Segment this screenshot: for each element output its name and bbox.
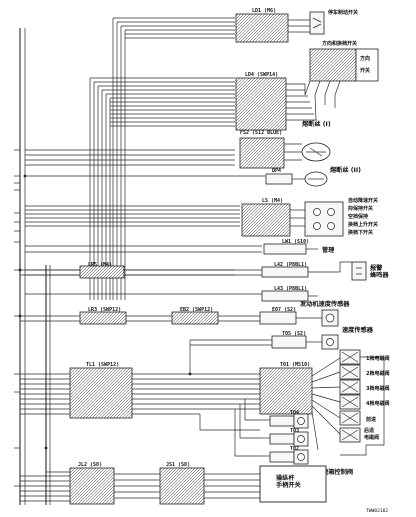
solenoid-4-label: 4档电磁阀 xyxy=(366,400,389,407)
switch-icon xyxy=(304,201,344,237)
ls-label: LS (M4) xyxy=(262,198,283,204)
t04-label: T04 xyxy=(290,410,299,416)
gear-switch-grid xyxy=(309,48,357,82)
alarm-buzzer-label: 报警蜂鸣器 xyxy=(370,264,389,279)
direction-gear-switch: 方向和换档开关 方向 开关 xyxy=(304,40,379,96)
jl2-label: JL2 (S8) xyxy=(78,462,102,468)
reverse-solenoid-label: 后退电磁阀 xyxy=(364,427,379,441)
lever-switch-label: 操纵杆手柄开关 xyxy=(276,474,302,489)
t05-label: T05 (S2) xyxy=(282,331,306,337)
auto-downshift-label: 自动降速开关 xyxy=(348,197,378,204)
fuse-2-label: 熔断丝 (II) xyxy=(330,166,361,174)
connector-ld4: LD4 (SWP14) xyxy=(235,72,336,131)
bottom-group: JL2 (S8) JS1 (S8) 操纵杆手柄开关 TWW02182 xyxy=(20,448,388,514)
tl1-label: TL1 (SWP12) xyxy=(86,362,119,368)
t05-group: T05 (S2) 速度传感器 xyxy=(190,326,374,350)
fuse-1-label: 熔断丝 (I) xyxy=(302,120,331,128)
e07-label: E07 (S2) xyxy=(272,307,296,313)
hold-switch-label: 抑保持开关 xyxy=(348,205,373,212)
shift-down-label: 换档下开关 xyxy=(348,229,373,236)
speed-sensor-label: 速度传感器 xyxy=(342,326,374,334)
lw1-label: LW1 (S10) xyxy=(282,239,309,245)
connector-ld1: LD1 (M6) 停车制动开关 xyxy=(235,8,358,43)
lr5-group: LR5 (M4) xyxy=(20,262,235,279)
dg-small-2: 开关 xyxy=(360,67,370,74)
js1-label: JS1 (S8) xyxy=(166,462,190,468)
ground-label: 管理 xyxy=(322,246,335,254)
fs2-label: FS2 (S12 BLUE) xyxy=(240,130,282,136)
t01-label: T01 (M510) xyxy=(280,362,310,368)
ld1-label: LD1 (M6) xyxy=(252,8,276,14)
lever-switch-box xyxy=(259,465,327,503)
t02-label: T02 xyxy=(290,446,299,452)
dg-small-1: 方向 xyxy=(360,55,370,62)
lr3-label: LR3 (SWP12) xyxy=(88,307,121,313)
ld4-label: LD4 (SWP14) xyxy=(245,72,278,78)
tl1-group: TL1 (SWP12) xyxy=(20,340,260,431)
solenoid-1-label: 1档电磁阀 xyxy=(366,355,389,362)
parking-brake-switch-label: 停车制动开关 xyxy=(328,9,358,16)
solenoid-3-label: 3档电磁阀 xyxy=(366,385,389,392)
solenoid-column: 1档电磁阀 2档电磁阀 3档电磁阀 4档电磁阀 前进 后退电磁阀 xyxy=(339,349,389,456)
fuse-2-group: 熔断丝 (II) DP4 xyxy=(265,166,361,187)
eb2-label: EB2 (SWP12) xyxy=(180,307,213,313)
solenoid-2-label: 2档电磁阀 xyxy=(366,370,389,377)
buzzer-icon xyxy=(351,261,367,281)
parking-brake-switch-icon xyxy=(309,11,325,35)
l42-label: L42 (P8BL1) xyxy=(274,262,307,268)
fuse-1-group: 熔断丝 (I) FS2 (S12 BLUE) xyxy=(239,120,331,169)
upper-bundle xyxy=(25,17,265,300)
lr3-eb2-group: LR3 (SWP12) EB2 (SWP12) E07 (S2) 发动机速度传感… xyxy=(20,300,350,327)
neutral-hold-label: 空挡保持 xyxy=(348,213,368,220)
direction-gear-switch-label: 方向和换档开关 xyxy=(322,40,357,47)
trans-control-valve-label: 变速箱控制阀 xyxy=(316,468,353,476)
left-trunk xyxy=(14,28,51,505)
ls-switch-group: LS (M4) 自动降速开关 抑保持开关 空挡保持 换档上升开关 换档下开关 xyxy=(241,197,378,237)
dp4-label: DP4 xyxy=(272,168,281,174)
lr5-label: LR5 (M4) xyxy=(88,262,112,268)
t03-label: T03 xyxy=(290,428,299,434)
engine-speed-sensor-label: 发动机速度传感器 xyxy=(299,300,350,308)
diagram-code: TWW02182 xyxy=(366,508,388,514)
l43-label: L43 (P8BL1) xyxy=(274,286,307,292)
forward-label: 前进 xyxy=(366,416,376,423)
l43-group: L43 (P8BL1) xyxy=(25,286,318,302)
junction-dots xyxy=(18,174,192,450)
control-valve-group: T04 T03 T02 变速箱控制阀 xyxy=(234,399,353,476)
t01-group: T01 (M510) xyxy=(259,357,341,451)
shift-up-label: 换档上升开关 xyxy=(348,221,378,228)
lw1-group: LW1 (S10) 管理 xyxy=(263,239,335,255)
